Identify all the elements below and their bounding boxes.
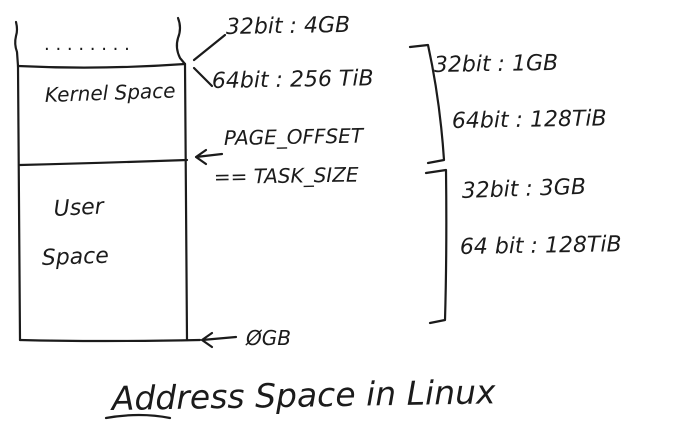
top-annotation-32bit: 32bit : 4GB bbox=[226, 13, 351, 40]
user-size-32bit: 32bit : 3GB bbox=[461, 175, 586, 204]
kernel-size-bracket bbox=[408, 43, 446, 165]
diagram-title: Address Space in Linux bbox=[109, 372, 496, 418]
page-offset-label: PAGE_OFFSET bbox=[224, 124, 365, 150]
kernel-top-line bbox=[16, 62, 187, 69]
column-bottom-line bbox=[18, 338, 202, 343]
column-left-wavy-edge bbox=[14, 20, 20, 68]
title-squiggle bbox=[104, 413, 172, 420]
user-size-bracket bbox=[424, 168, 448, 325]
kernel-user-divider bbox=[18, 158, 189, 167]
column-right-edge bbox=[183, 62, 189, 342]
top-annotation-pointer-64 bbox=[192, 66, 214, 88]
zero-gb-arrow bbox=[200, 331, 238, 349]
kernel-space-label: Kernel Space bbox=[44, 78, 176, 107]
user-space-label-line-1: User bbox=[53, 194, 106, 222]
user-space-label-line-2: Space bbox=[41, 244, 109, 271]
kernel-size-32bit: 32bit : 1GB bbox=[434, 51, 559, 78]
top-ellipsis: . . . . . . . . bbox=[44, 34, 130, 55]
page-offset-arrow bbox=[194, 148, 224, 166]
top-annotation-pointer-32 bbox=[192, 33, 227, 62]
top-annotation-64bit: 64bit : 256 TiB bbox=[212, 66, 374, 94]
task-size-label: == TASK_SIZE bbox=[214, 162, 359, 189]
column-left-edge bbox=[16, 64, 22, 342]
zero-gb-label: ØGB bbox=[245, 326, 291, 350]
column-right-wavy-edge bbox=[175, 16, 187, 66]
user-size-64bit: 64 bit : 128TiB bbox=[460, 232, 622, 260]
kernel-size-64bit: 64bit : 128TiB bbox=[452, 106, 607, 134]
